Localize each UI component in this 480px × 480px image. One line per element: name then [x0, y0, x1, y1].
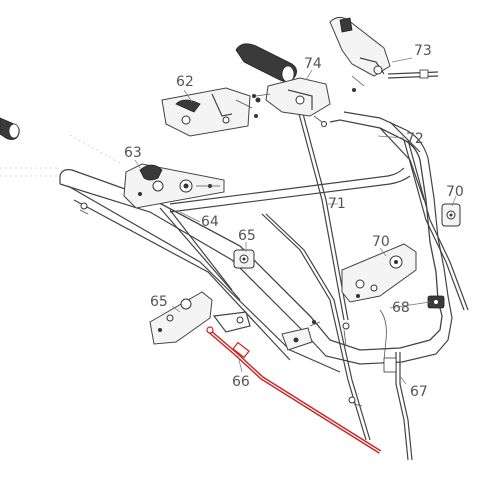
callout-73: 73 — [414, 43, 432, 59]
part-66-rod-highlighted — [206, 326, 382, 454]
callout-64: 64 — [201, 214, 219, 230]
cable-right — [403, 139, 469, 311]
callout-67: 67 — [410, 384, 428, 400]
callout-70-upper: 70 — [446, 184, 464, 200]
callout-71: 71 — [328, 196, 346, 212]
callout-72: 72 — [406, 131, 424, 147]
part-65-plate — [149, 291, 251, 345]
cable-67 — [379, 309, 413, 461]
callout-62: 62 — [176, 74, 194, 90]
cable-71 — [297, 109, 350, 347]
callout-labels: 62 63 64 65 65 66 67 68 70 70 71 72 73 7… — [124, 43, 464, 400]
callout-65-upper: 65 — [238, 228, 256, 244]
part-74-handle — [235, 43, 331, 127]
callout-65-lower: 65 — [150, 294, 168, 310]
callout-63: 63 — [124, 145, 142, 161]
part-65-mount — [281, 320, 321, 351]
part-70-plate — [341, 243, 417, 303]
callout-68: 68 — [392, 300, 410, 316]
lower-frame-bars — [67, 185, 341, 373]
left-handle-grip — [0, 117, 20, 140]
part-73-handle — [329, 16, 439, 92]
callout-74: 74 — [304, 56, 322, 72]
part-63-screw — [79, 202, 89, 215]
part-68-clamp — [427, 295, 445, 309]
main-handlebar-tube — [59, 111, 453, 365]
callout-70-lower: 70 — [372, 234, 390, 250]
part-63-bracket — [123, 163, 225, 209]
part-62-lever-bracket — [161, 87, 261, 137]
part-65-bracket-small — [233, 249, 255, 269]
lower-cable — [261, 213, 371, 441]
part-70-washer-top — [441, 203, 461, 227]
callout-66: 66 — [232, 374, 250, 390]
leader-lines — [134, 57, 457, 385]
